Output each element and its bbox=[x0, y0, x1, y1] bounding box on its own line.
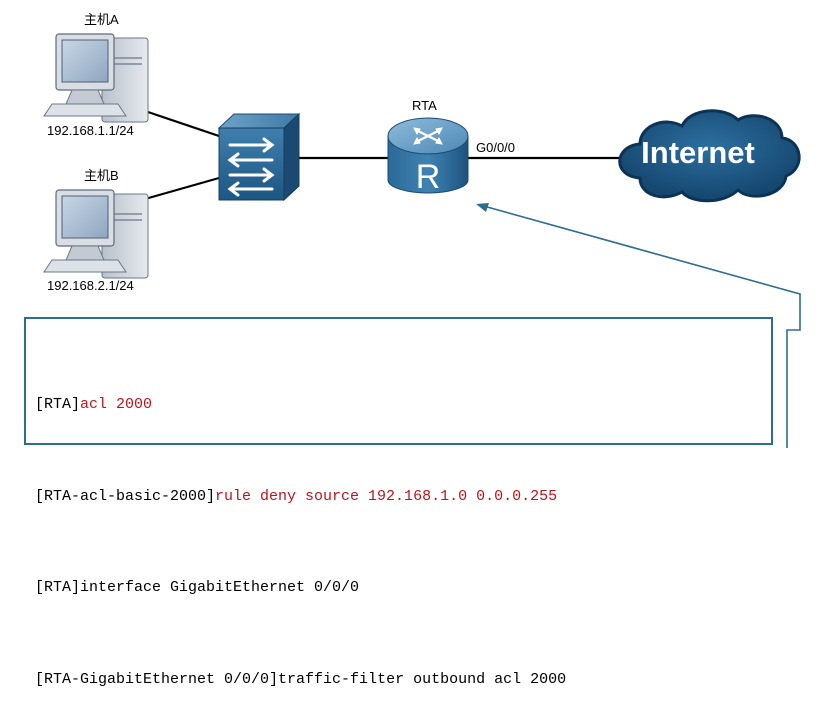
internet-cloud-icon bbox=[618, 109, 801, 203]
host-a-name: 主机A bbox=[84, 12, 119, 27]
internet-label: Internet bbox=[641, 135, 755, 170]
router-icon: R bbox=[387, 117, 469, 196]
command-prompt: [RTA-acl-basic-2000] bbox=[35, 487, 216, 505]
command-line: [RTA-acl-basic-2000]rule deny source 192… bbox=[35, 482, 771, 513]
command-box: [RTA]acl 2000 [RTA-acl-basic-2000]rule d… bbox=[24, 317, 773, 688]
host-a-pc-icon bbox=[43, 33, 149, 123]
command-line: [RTA]acl 2000 bbox=[35, 390, 771, 421]
host-a-ip: 192.168.1.1/24 bbox=[47, 123, 134, 138]
callout-arrowhead bbox=[476, 203, 489, 212]
network-diagram: 主机A 192.168.1.1/24 主机B 192.168.2.1/24 bbox=[43, 12, 801, 448]
command-line: [RTA-GigabitEthernet 0/0/0]traffic-filte… bbox=[35, 665, 771, 696]
command-text: rule deny source 192.168.1.0 0.0.0.255 bbox=[215, 487, 558, 505]
switch-icon bbox=[217, 112, 301, 202]
command-text: interface GigabitEthernet 0/0/0 bbox=[80, 579, 360, 596]
command-text: acl 2000 bbox=[80, 396, 153, 413]
command-line: [RTA]interface GigabitEthernet 0/0/0 bbox=[35, 573, 771, 604]
command-prompt: [RTA-GigabitEthernet 0/0/0] bbox=[35, 670, 279, 688]
command-prompt: [RTA] bbox=[35, 396, 81, 413]
router-name: RTA bbox=[412, 98, 437, 113]
callout-connector bbox=[479, 204, 801, 448]
command-prompt: [RTA] bbox=[35, 579, 81, 596]
router-interface-label: G0/0/0 bbox=[476, 140, 515, 155]
host-b-pc-icon bbox=[43, 189, 149, 279]
router-symbol: R bbox=[416, 158, 441, 196]
host-b-name: 主机B bbox=[84, 168, 119, 183]
link-hosta-switch bbox=[144, 109, 220, 138]
host-b-ip: 192.168.2.1/24 bbox=[47, 278, 134, 293]
link-hostb-switch bbox=[144, 176, 220, 201]
command-text: traffic-filter outbound acl 2000 bbox=[278, 670, 567, 688]
